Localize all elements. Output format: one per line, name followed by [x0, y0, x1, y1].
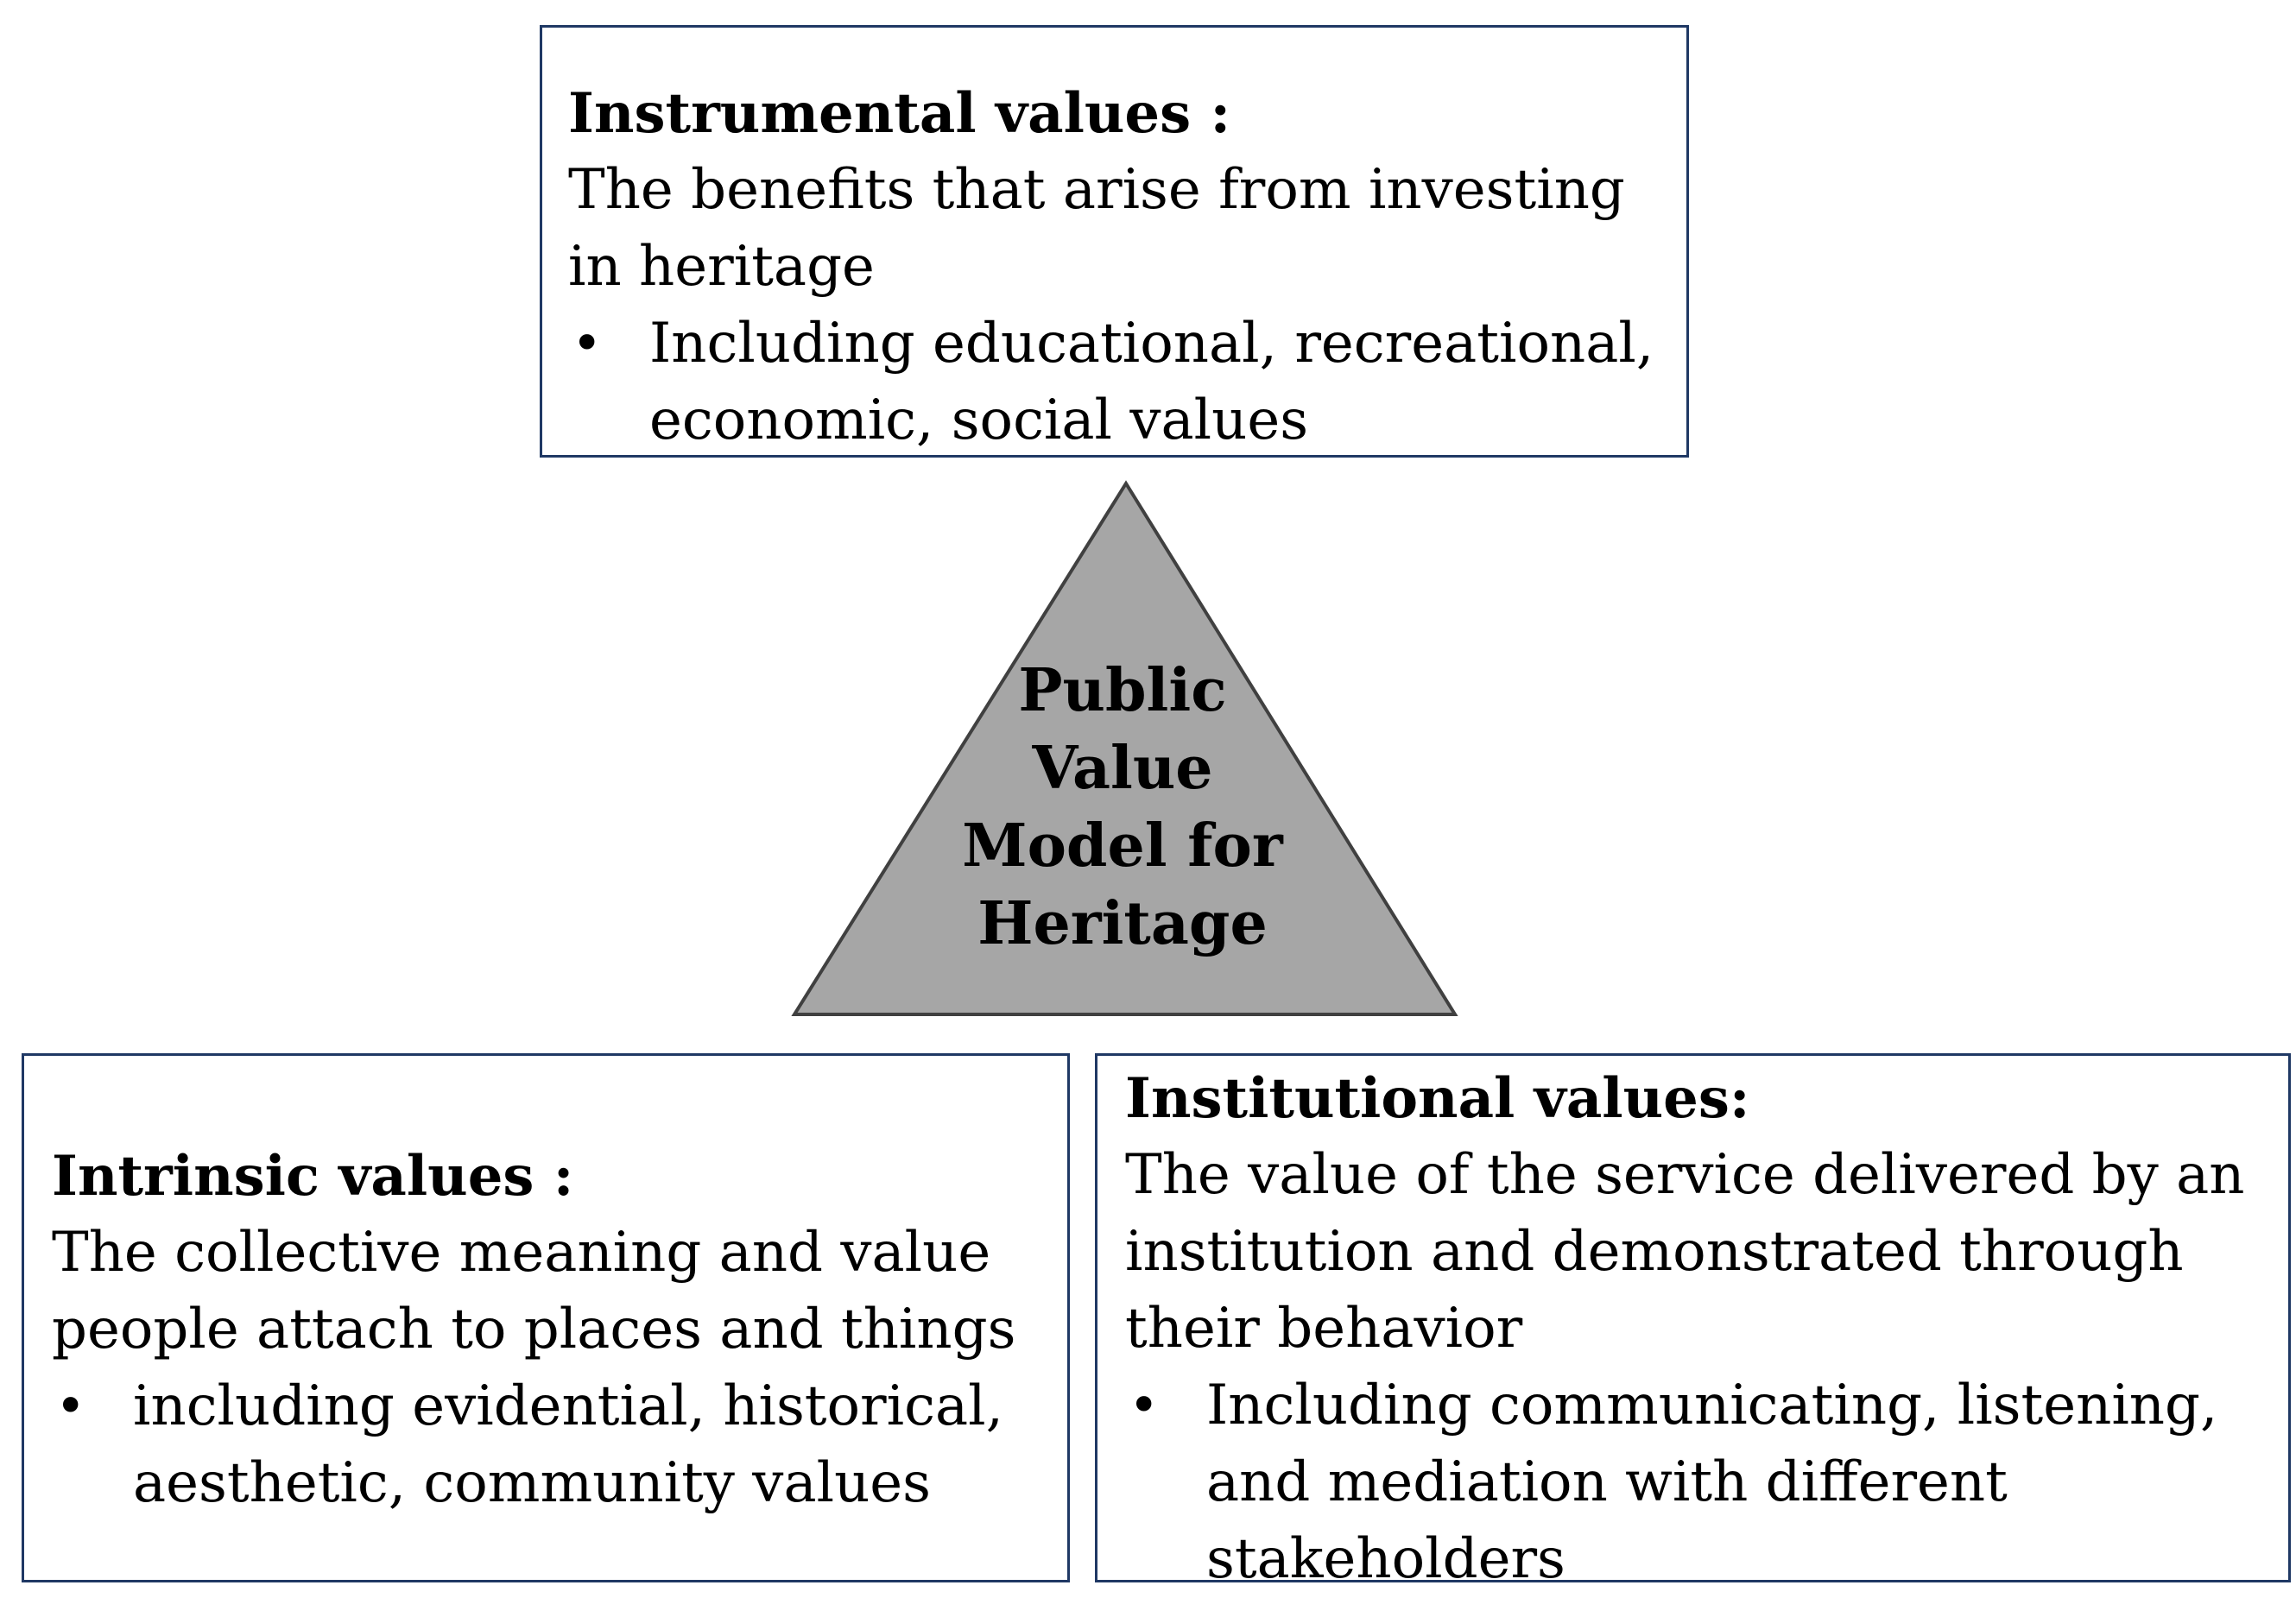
institutional-values-bullet: • Including communicating, listening, an… [1125, 1367, 2280, 1598]
triangle-shape [791, 480, 1458, 1016]
instrumental-values-bullet-text: Including educational, recreational, eco… [649, 312, 1654, 452]
institutional-values-bullet-text: Including communicating, listening, and … [1206, 1374, 2218, 1591]
intrinsic-values-bullet-text: including evidential, historical, aesthe… [133, 1374, 1003, 1515]
institutional-values-box: Institutional values: The value of the s… [1095, 1053, 2291, 1591]
public-value-model-label: Public Value Model for Heritage [898, 652, 1347, 963]
intrinsic-values-bullet: • including evidential, historical, aest… [52, 1368, 1059, 1522]
intrinsic-values-description: The collective meaning and value people … [52, 1221, 1016, 1361]
instrumental-values-bullets: • Including educational, recreational, e… [568, 306, 1678, 459]
instrumental-values-title: Instrumental values : [568, 81, 1231, 146]
intrinsic-values-title: Intrinsic values : [52, 1144, 574, 1209]
center-label-line: Heritage [977, 889, 1268, 958]
instrumental-values-box: Instrumental values : The benefits that … [540, 25, 1689, 458]
intrinsic-values-box: Intrinsic values : The collective meanin… [22, 1053, 1070, 1582]
center-label-line: Model for [962, 812, 1283, 881]
institutional-values-title: Institutional values: [1125, 1066, 1750, 1131]
public-value-triangle [791, 480, 1458, 1016]
instrumental-values-description: The benefits that arise from investing i… [568, 158, 1625, 299]
institutional-values-description: The value of the service delivered by an… [1125, 1143, 2245, 1361]
bullet-dot-icon: • [572, 313, 603, 374]
intrinsic-values-bullets: • including evidential, historical, aest… [52, 1368, 1059, 1522]
institutional-values-bullets: • Including communicating, listening, an… [1125, 1367, 2280, 1598]
center-label-line: Value [1032, 734, 1213, 803]
instrumental-values-bullet: • Including educational, recreational, e… [568, 306, 1678, 459]
center-label-line: Public [1018, 656, 1227, 725]
bullet-dot-icon: • [55, 1376, 86, 1437]
bullet-dot-icon: • [1129, 1375, 1160, 1436]
